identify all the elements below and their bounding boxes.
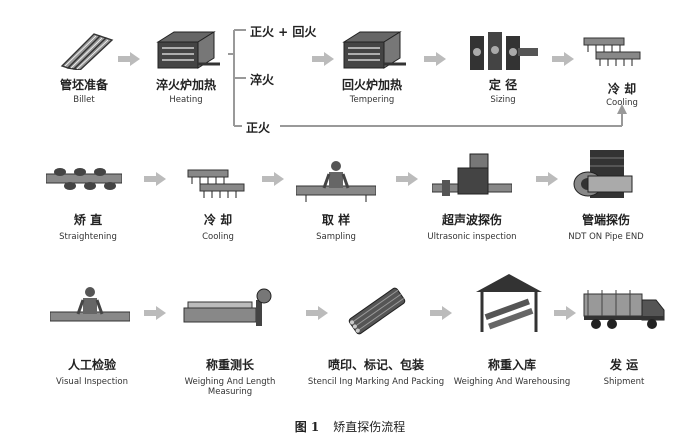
pipe-end-ndt-icon bbox=[573, 150, 633, 198]
flow-arrow bbox=[554, 306, 576, 320]
branch-label-normalize-temper: 正火 + 回火 bbox=[250, 25, 317, 39]
scale-icon bbox=[183, 288, 272, 326]
step-label-cn: 冷 却 bbox=[203, 213, 233, 227]
step-label-en: Sampling bbox=[316, 232, 356, 242]
flow-arrow bbox=[144, 306, 166, 320]
step-label-en: Weighing And Length Measuring bbox=[184, 377, 276, 397]
billet-icon bbox=[60, 33, 114, 70]
branch-label-normalize: 正火 bbox=[246, 121, 271, 135]
straightener-icon bbox=[46, 168, 122, 190]
step-label-cn: 取 样 bbox=[321, 213, 351, 227]
flow-arrow bbox=[424, 52, 446, 66]
sizing-mill-icon bbox=[470, 32, 538, 70]
flow-arrow bbox=[312, 52, 334, 66]
step-label-en: Billet bbox=[73, 95, 95, 105]
step-label-cn: 定 径 bbox=[488, 78, 518, 92]
step-label-en: NDT ON Pipe END bbox=[568, 232, 644, 242]
branch-label-quench: 淬火 bbox=[250, 73, 275, 87]
inspector-icon bbox=[50, 287, 130, 322]
step-label-en: Tempering bbox=[349, 95, 395, 105]
cooling-bed-icon bbox=[187, 169, 245, 198]
flow-arrow bbox=[536, 172, 558, 186]
flow-arrow bbox=[144, 172, 166, 186]
step-label-en: Straightening bbox=[59, 232, 117, 242]
pipe-bundle-icon bbox=[348, 287, 406, 335]
step-label-cn: 人工检验 bbox=[67, 358, 117, 372]
figure-number: 图 1 bbox=[294, 420, 320, 434]
step-label-cn: 淬火炉加热 bbox=[155, 78, 217, 92]
figure-title: 矫直探伤流程 bbox=[333, 420, 406, 434]
step-label-cn: 矫 直 bbox=[73, 213, 103, 227]
step-label-cn: 喷印、标记、包装 bbox=[327, 358, 425, 372]
step-label-cn: 称重测长 bbox=[205, 358, 255, 372]
step-label-en: Cooling bbox=[606, 98, 638, 108]
step-label-en: Sizing bbox=[490, 95, 516, 105]
step-label-cn: 称重入库 bbox=[487, 358, 537, 372]
flow-arrow bbox=[430, 306, 452, 320]
step-label-cn: 回火炉加热 bbox=[341, 78, 403, 92]
flow-arrow bbox=[306, 306, 328, 320]
step-label-cn: 冷 却 bbox=[607, 82, 637, 96]
furnace-icon bbox=[156, 31, 220, 69]
sampling-worker-icon bbox=[296, 161, 376, 202]
step-label-en: Visual Inspection bbox=[56, 377, 128, 387]
truck-icon bbox=[583, 290, 665, 329]
flow-arrow bbox=[552, 52, 574, 66]
step-label-en: Heating bbox=[169, 95, 203, 105]
step-label-en: Shipment bbox=[603, 377, 645, 387]
figure-caption: 图 1 矫直探伤流程 bbox=[0, 418, 700, 435]
flow-arrow bbox=[262, 172, 284, 186]
step-label-cn: 发 运 bbox=[609, 358, 639, 372]
step-label-cn: 管坯准备 bbox=[59, 78, 109, 92]
tempering-furnace-icon bbox=[342, 31, 406, 69]
step-label-en: Weighing And Warehousing bbox=[453, 377, 571, 387]
ultrasonic-icon bbox=[432, 153, 512, 196]
step-label-en: Cooling bbox=[202, 232, 234, 242]
step-label-en: Ultrasonic inspection bbox=[427, 232, 517, 242]
step-label-en: Stencil Ing Marking And Packing bbox=[307, 377, 445, 387]
branch-connector bbox=[228, 29, 627, 127]
warehouse-icon bbox=[476, 274, 542, 332]
step-label-cn: 超声波探伤 bbox=[441, 213, 503, 227]
step-label-cn: 管端探伤 bbox=[581, 213, 631, 227]
cooling-bed-icon bbox=[583, 37, 641, 66]
flow-arrow bbox=[396, 172, 418, 186]
flow-arrow bbox=[118, 52, 140, 66]
